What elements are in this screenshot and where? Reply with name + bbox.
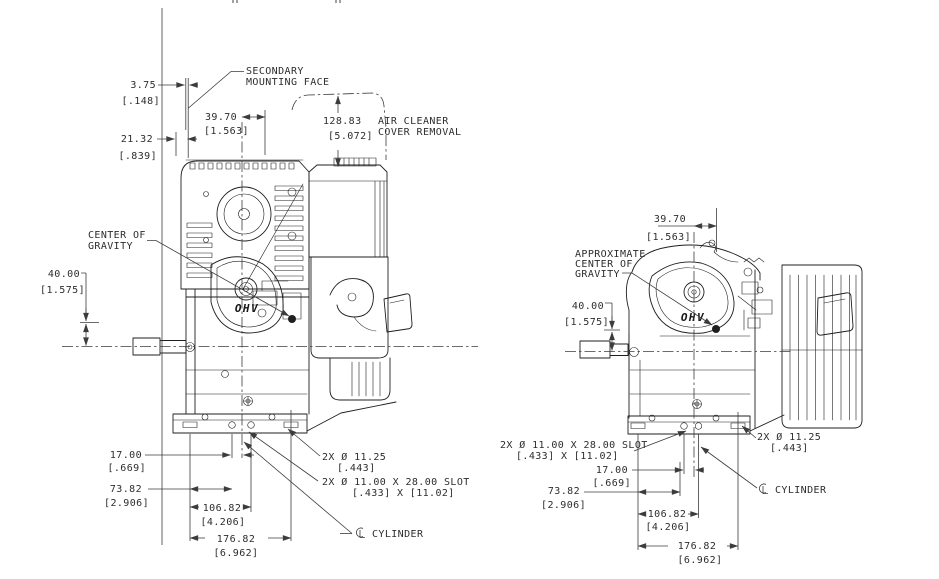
carb-fitting bbox=[257, 308, 267, 318]
ohv-rocker-cover: OHV bbox=[210, 256, 284, 334]
holes-note-front-2: [.443] bbox=[337, 463, 376, 474]
blower-housing bbox=[180, 160, 310, 290]
slot-note-front-1: 2X Ø 11.00 X 28.00 SLOT bbox=[322, 476, 470, 488]
dim-106-82-front-mm: 106.82 bbox=[203, 503, 242, 514]
secondary-face-label-2: MOUNTING FACE bbox=[246, 77, 329, 88]
dim-176-82-front-mm: 176.82 bbox=[217, 534, 256, 545]
dim-128-83-mm: 128.83 bbox=[323, 116, 362, 127]
cover-removal-phantom bbox=[291, 92, 387, 160]
dim-40-00-front-in: [1.575] bbox=[40, 285, 85, 296]
flywheel-shroud bbox=[781, 264, 863, 429]
mounting-hole bbox=[680, 422, 688, 430]
dim-3-75-in: [.148] bbox=[121, 96, 160, 107]
centerline-symbol-icon bbox=[759, 483, 768, 494]
slot-note-side-2: [.433] X [11.02] bbox=[516, 451, 619, 462]
dim-176-82-side-in: [6.962] bbox=[678, 555, 723, 566]
dim-17-00-front-in: [.669] bbox=[107, 463, 146, 474]
dim-176-82-side-mm: 176.82 bbox=[678, 541, 717, 552]
slot-leader-front bbox=[248, 431, 319, 482]
shroud-hood bbox=[631, 244, 761, 281]
dim-40-00-side-in: [1.575] bbox=[564, 317, 609, 328]
ohv-rocker-cover-side: OHV bbox=[648, 261, 735, 334]
fuel-tank bbox=[308, 157, 388, 258]
cropped-dimension-fragment bbox=[232, 0, 341, 3]
dim-73-82-front-mm: 73.82 bbox=[110, 484, 142, 495]
engine-side-view: OHV bbox=[565, 239, 863, 435]
mounting-hole bbox=[694, 422, 703, 430]
dim-17-00-front-mm: 17.00 bbox=[110, 450, 142, 461]
mounting-hole bbox=[247, 421, 255, 429]
dim-73-82-side-in: [2.906] bbox=[541, 500, 586, 511]
dim-40-00-side-mm: 40.00 bbox=[572, 301, 604, 312]
slot-leader-side bbox=[633, 430, 687, 452]
carburetor-linkage-side bbox=[737, 257, 773, 331]
holes-leader-front bbox=[287, 428, 321, 457]
engine-block-side bbox=[627, 269, 785, 435]
cylinder-label-side: CYLINDER bbox=[775, 485, 827, 496]
dim-106-82-front-in: [4.206] bbox=[201, 517, 246, 528]
cg-label-front-2: GRAVITY bbox=[88, 241, 133, 252]
carburetor-detail bbox=[252, 280, 302, 320]
air-cleaner-label-2: COVER REMOVAL bbox=[378, 127, 461, 138]
fuel-valve-knob bbox=[383, 293, 413, 333]
dim-39-70-side-in: [1.563] bbox=[646, 232, 691, 243]
cylinder-label-front: CYLINDER bbox=[372, 529, 424, 540]
dim-39-70-side-mm: 39.70 bbox=[654, 214, 686, 225]
muffler-slats bbox=[351, 361, 381, 397]
dim-106-82-side-mm: 106.82 bbox=[648, 509, 687, 520]
engine-block-front bbox=[172, 256, 397, 434]
dim-21-32-in: [.839] bbox=[118, 151, 157, 162]
dim-40-00-front-mm: 40.00 bbox=[48, 269, 80, 280]
dim-39-70-in: [1.563] bbox=[204, 126, 249, 137]
cg-marker-side bbox=[712, 325, 720, 333]
crankshaft-front bbox=[132, 337, 195, 356]
dim-21-32-mm: 21.32 bbox=[121, 134, 153, 145]
mounting-slot bbox=[182, 421, 299, 428]
rope-guide-diagonal bbox=[242, 183, 304, 290]
mounting-hole bbox=[228, 421, 236, 429]
dim-73-82-side-mm: 73.82 bbox=[548, 486, 580, 497]
cg-label-side-3: GRAVITY bbox=[575, 269, 620, 280]
dim-176-82-front-in: [6.962] bbox=[214, 548, 259, 559]
holes-note-side-1: 2X Ø 11.25 bbox=[757, 431, 821, 443]
breather-hose bbox=[699, 241, 739, 263]
slot-note-side-1: 2X Ø 11.00 X 28.00 SLOT bbox=[500, 439, 648, 451]
air-cleaner-label-1: AIR CLEANER bbox=[378, 116, 449, 127]
ohv-logo-front: OHV bbox=[235, 302, 259, 315]
air-cleaner-knob-side bbox=[816, 292, 854, 336]
cg-label-side-1: APPROXIMATE bbox=[575, 249, 646, 260]
engine-front-view: OHV bbox=[62, 157, 478, 434]
cg-leader-front bbox=[147, 240, 290, 317]
holes-note-front-1: 2X Ø 11.25 bbox=[322, 451, 386, 463]
cg-label-front-1: CENTER OF bbox=[88, 230, 146, 241]
dim-73-82-front-in: [2.906] bbox=[104, 498, 149, 509]
cylinder-leader-front bbox=[243, 441, 353, 534]
cylinder-leader-side bbox=[700, 446, 758, 489]
dim-17-00-side-mm: 17.00 bbox=[596, 465, 628, 476]
dim-106-82-side-in: [4.206] bbox=[646, 522, 691, 533]
recoil-starter bbox=[203, 186, 297, 243]
secondary-face-leader bbox=[188, 71, 244, 109]
crankshaft-side bbox=[579, 333, 639, 371]
housing-vent-slats bbox=[186, 185, 304, 281]
cg-label-side-2: CENTER OF bbox=[575, 259, 633, 270]
secondary-face-label-1: SECONDARY bbox=[246, 66, 304, 77]
mounting-slot bbox=[630, 422, 746, 429]
dim-17-00-side-in: [.669] bbox=[592, 478, 631, 489]
dim-3-75-mm: 3.75 bbox=[130, 80, 156, 91]
centerline-symbol-icon bbox=[356, 527, 365, 538]
side-view-dimensions: 39.70 [1.563] APPROXIMATE CENTER OF GRAV… bbox=[500, 208, 827, 566]
holes-leader-side bbox=[741, 425, 757, 439]
dim-39-70-mm: 39.70 bbox=[205, 112, 237, 123]
holes-note-side-2: [.443] bbox=[770, 443, 809, 454]
air-cleaner-cover bbox=[310, 256, 389, 359]
cg-leader-side bbox=[622, 272, 713, 326]
slot-note-front-2: [.433] X [11.02] bbox=[352, 488, 455, 499]
front-view-dimensions: 3.75 [.148] SECONDARY MOUNTING FACE 21.3… bbox=[40, 8, 470, 559]
housing-top-flange bbox=[185, 159, 304, 170]
dim-128-83-in: [5.072] bbox=[328, 131, 373, 142]
ohv-logo-side: OHV bbox=[681, 311, 705, 324]
